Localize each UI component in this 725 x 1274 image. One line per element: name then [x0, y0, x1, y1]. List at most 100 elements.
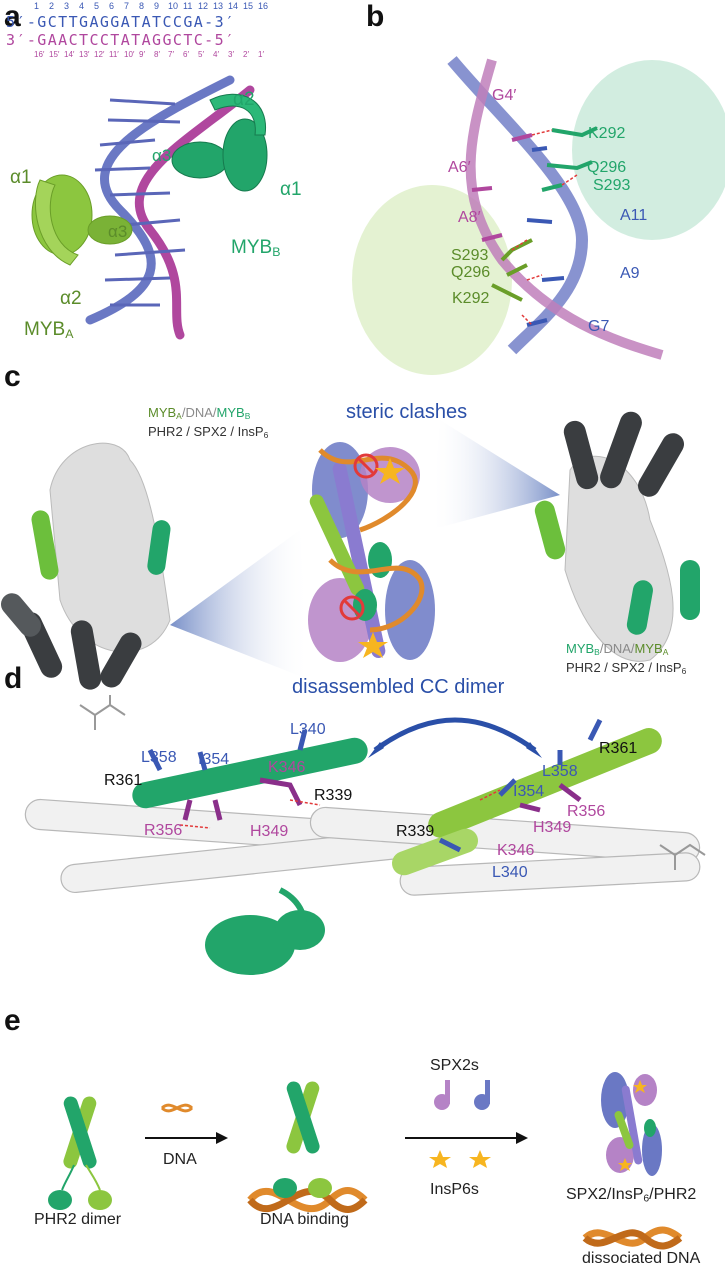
legend-c-left-myba: MYBA	[148, 405, 182, 422]
myba-sub: A	[65, 327, 74, 342]
seq-num: 8′	[154, 50, 160, 59]
panel-b-structure	[352, 56, 725, 375]
legend-c-right-myba: MYBA	[634, 641, 669, 658]
seq-num: 10	[168, 1, 179, 11]
seq-num: 5	[94, 1, 100, 11]
d-left-r356: R356	[144, 822, 183, 839]
panel-d-graphic	[24, 695, 706, 975]
label-q296-top: Q296	[587, 159, 627, 176]
panel-a-structure	[31, 75, 268, 340]
e-insp6s: InsP6s	[430, 1181, 479, 1198]
seq-num: 7′	[168, 50, 174, 59]
label-alpha2-left: α2	[60, 288, 82, 309]
d-left-k346: K346	[268, 759, 306, 776]
seq-num: 3	[64, 1, 70, 11]
e-dna-label: DNA	[163, 1151, 197, 1168]
d-right-h349: H349	[533, 819, 572, 836]
d-right-l340: L340	[492, 864, 528, 881]
mybb-sub: B	[272, 245, 281, 260]
d-right-r339: R339	[396, 823, 435, 840]
seq-num: 3′	[228, 50, 234, 59]
e-complex: SPX2/InsP6/PHR2	[566, 1186, 697, 1205]
legend-c-left-dna: DNA	[185, 405, 213, 420]
label-myba: MYBA	[24, 320, 73, 340]
seq-num: 2′	[243, 50, 249, 59]
panel-letter-c: c	[4, 360, 21, 393]
panel-letter-b: b	[366, 0, 385, 33]
label-a6: A6′	[448, 159, 471, 176]
mybb-domain	[171, 93, 268, 192]
phr2-dimer	[48, 1096, 112, 1210]
mybb-text: MYB	[231, 237, 273, 258]
d-left-r339: R339	[314, 787, 353, 804]
seq-num: 11′	[109, 50, 119, 59]
seq-top: 5′-GCTTGAGGATATCCGA-3′	[6, 13, 236, 31]
cc-dimer-title: disassembled CC dimer	[292, 676, 505, 698]
seq-num: 6′	[183, 50, 189, 59]
seq-num: 6	[109, 1, 115, 11]
d-left-r361: R361	[104, 772, 143, 789]
label-a9: A9	[620, 265, 640, 282]
seq-num: 14′	[64, 50, 75, 59]
label-alpha1-right: α1	[280, 179, 302, 200]
myba-domain	[31, 174, 133, 266]
seq-num: 16	[258, 1, 269, 11]
label-a11: A11	[620, 207, 648, 224]
label-g4: G4′	[492, 87, 517, 104]
seq-num: 15′	[49, 50, 60, 59]
label-mybb: MYBB	[231, 238, 280, 258]
panel-letter-d: d	[4, 662, 23, 695]
seq-num: 13	[213, 1, 224, 11]
d-left-h349: H349	[250, 823, 289, 840]
seq-num: 15	[243, 1, 254, 11]
panel-c-graphic	[1, 411, 700, 690]
seq-num: 12′	[94, 50, 105, 59]
d-left-i354: I354	[198, 751, 230, 768]
seq-bottom: 3′-GAACTCCTATAGGCTC-5′	[6, 31, 236, 49]
seq-num: 16′	[34, 50, 45, 59]
label-alpha2-right: α2	[233, 89, 255, 110]
center-cartoon	[308, 442, 435, 662]
label-s293-bot: S293	[451, 247, 489, 264]
d-right-k346: K346	[497, 842, 535, 859]
seq-num: 7	[124, 1, 130, 11]
seq-num: 2	[49, 1, 55, 11]
myba-text: MYB	[24, 319, 66, 340]
legend-c-right-bottom: PHR2 / SPX2 / InsP6	[566, 660, 687, 677]
e-dissociated-dna: dissociated DNA	[582, 1250, 701, 1267]
label-q296-bot: Q296	[451, 264, 491, 281]
label-k292-bot: K292	[452, 290, 490, 307]
seq-num: 9	[154, 1, 160, 11]
panel-e-graphic	[48, 1072, 683, 1250]
d-right-r361: R361	[599, 740, 638, 757]
seq-num: 13′	[79, 50, 90, 59]
dna-binding	[247, 1081, 368, 1213]
legend-c-left-top: MYBA/DNA/MYBB	[148, 406, 250, 421]
d-right-l358: L358	[542, 763, 578, 780]
label-k292-top: K292	[588, 125, 626, 142]
legend-c-right-mybb: MYBB	[566, 641, 600, 658]
seq-num: 11	[183, 1, 193, 11]
d-right-r356: R356	[567, 803, 606, 820]
seq-num: 5′	[198, 50, 204, 59]
d-left-l340: L340	[290, 721, 326, 738]
seq-num: 1	[34, 1, 40, 11]
panel-letter-a: a	[4, 0, 21, 33]
legend-c-left-mybb: MYBB	[216, 405, 251, 422]
label-a8: A8′	[458, 209, 481, 226]
label-alpha3-left: α3	[108, 222, 128, 241]
dna-helix	[85, 75, 255, 340]
spx2-complex	[601, 1072, 662, 1176]
legend-c-right-top: MYBB/DNA/MYBA	[566, 642, 668, 657]
seq-top-numbers: 1 2 3 4 5 6 7 8 9 10 11 12 13 14 15 16	[34, 2, 294, 14]
seq-bottom-numbers: 16′ 15′ 14′ 13′ 12′ 11′ 10′ 9′ 8′ 7′ 6′ …	[34, 51, 294, 63]
seq-num: 10′	[124, 50, 135, 59]
seq-num: 8	[139, 1, 145, 11]
label-s293-top: S293	[593, 177, 631, 194]
legend-c-right-sep2: /	[630, 641, 635, 656]
label-g7: G7	[588, 318, 610, 335]
seq-num: 1′	[258, 50, 264, 59]
panel-letter-e: e	[4, 1004, 21, 1037]
d-right-i354: I354	[513, 783, 545, 800]
seq-num: 4	[79, 1, 85, 11]
